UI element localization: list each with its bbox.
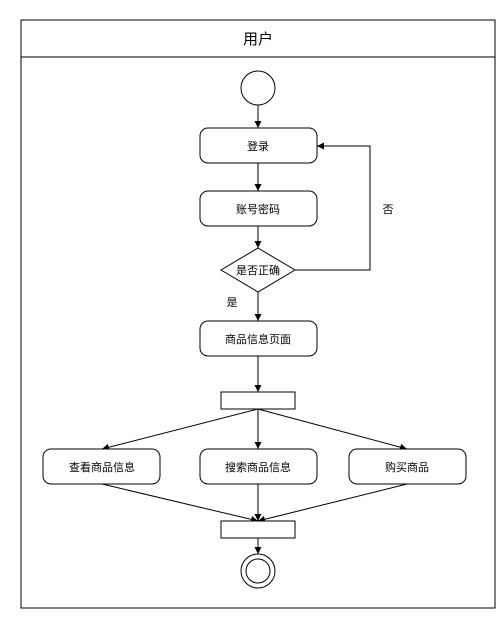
action-search-product-info-label: 搜索商品信息 bbox=[225, 460, 291, 474]
fork-bar bbox=[220, 391, 296, 410]
action-product-info-page-label: 商品信息页面 bbox=[225, 332, 291, 346]
edge-decision-no-to-login bbox=[295, 142, 371, 271]
edge-yes-label: 是 bbox=[227, 296, 238, 309]
action-view-product-info-label: 查看商品信息 bbox=[69, 460, 135, 474]
final-node-inner bbox=[245, 558, 271, 584]
action-buy-product bbox=[348, 448, 467, 485]
action-view-product-info bbox=[42, 448, 161, 485]
edge-view-to-join bbox=[101, 483, 259, 523]
edge-no-label: 否 bbox=[383, 203, 394, 216]
join-bar bbox=[220, 520, 296, 539]
action-buy-product-label: 购买商品 bbox=[385, 460, 429, 474]
action-login-label: 登录 bbox=[247, 139, 269, 153]
action-account-password-label: 账号密码 bbox=[236, 202, 280, 216]
edge-fork-to-view bbox=[101, 408, 259, 451]
swimlane-title: 用户 bbox=[243, 30, 273, 48]
edge-fork-to-buy bbox=[257, 408, 408, 451]
decision-is-correct-label: 是否正确 bbox=[236, 264, 280, 277]
edge-buy-to-join bbox=[257, 483, 408, 523]
initial-node bbox=[240, 70, 276, 106]
